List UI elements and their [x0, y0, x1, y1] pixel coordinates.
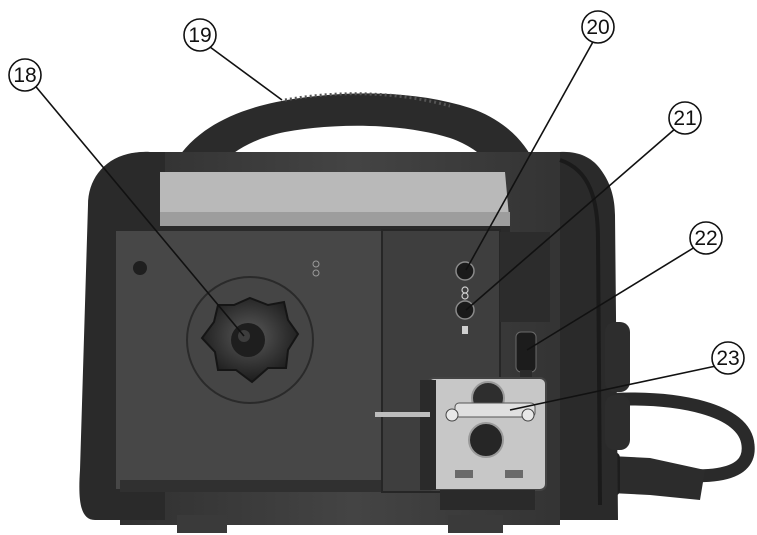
- feeder-bolt: [445, 408, 459, 422]
- callout-19: 19: [183, 18, 217, 52]
- leader-line-22: [526, 246, 696, 351]
- callout-number: 22: [694, 227, 717, 250]
- callout-20: 20: [581, 10, 615, 44]
- side-bumper: [605, 322, 630, 392]
- machine-foot: [448, 515, 503, 533]
- carry-handle: [160, 93, 545, 210]
- leader-line-18: [31, 81, 245, 337]
- callout-number: 18: [13, 64, 36, 87]
- side-panel-bottom-rail: [120, 480, 382, 492]
- right-frame: [500, 152, 618, 520]
- callout-21: 21: [668, 101, 702, 135]
- panel-symbol-icon: [312, 269, 320, 277]
- polarity-connector: [515, 331, 537, 373]
- callout-18: 18: [8, 58, 42, 92]
- machine-foot: [177, 515, 227, 533]
- panel-hinge-pin: [133, 261, 147, 275]
- side-bumper: [605, 395, 630, 450]
- right-frame-inner: [559, 158, 602, 506]
- right-bracket: [500, 232, 550, 322]
- callout-number: 19: [188, 24, 211, 47]
- callout-22: 22: [689, 221, 723, 255]
- leader-line-20: [465, 39, 595, 271]
- panel-symbol-icon: [312, 260, 320, 268]
- leader-line-21: [465, 127, 677, 311]
- callout-23: 23: [711, 341, 745, 375]
- feeder-base-slot: [505, 470, 523, 478]
- feeder-bolt: [521, 408, 535, 422]
- knob-symbol-icon: [461, 292, 469, 300]
- feeder-base-slot: [455, 470, 473, 478]
- knob-symbol-icon: [462, 326, 468, 334]
- lid-lip: [160, 212, 510, 226]
- lower-selector-knob: [455, 300, 475, 320]
- callout-number: 23: [716, 347, 739, 370]
- wire-guide-tube: [375, 412, 430, 417]
- feeder-frame-left: [420, 380, 436, 490]
- feeder-lower-mount: [440, 490, 535, 510]
- callout-number: 20: [586, 16, 609, 39]
- callout-number: 21: [673, 107, 696, 130]
- leader-line-19: [209, 46, 283, 101]
- leader-line-23: [509, 365, 717, 411]
- feed-roller-lower: [468, 422, 504, 458]
- upper-selector-knob: [455, 261, 475, 281]
